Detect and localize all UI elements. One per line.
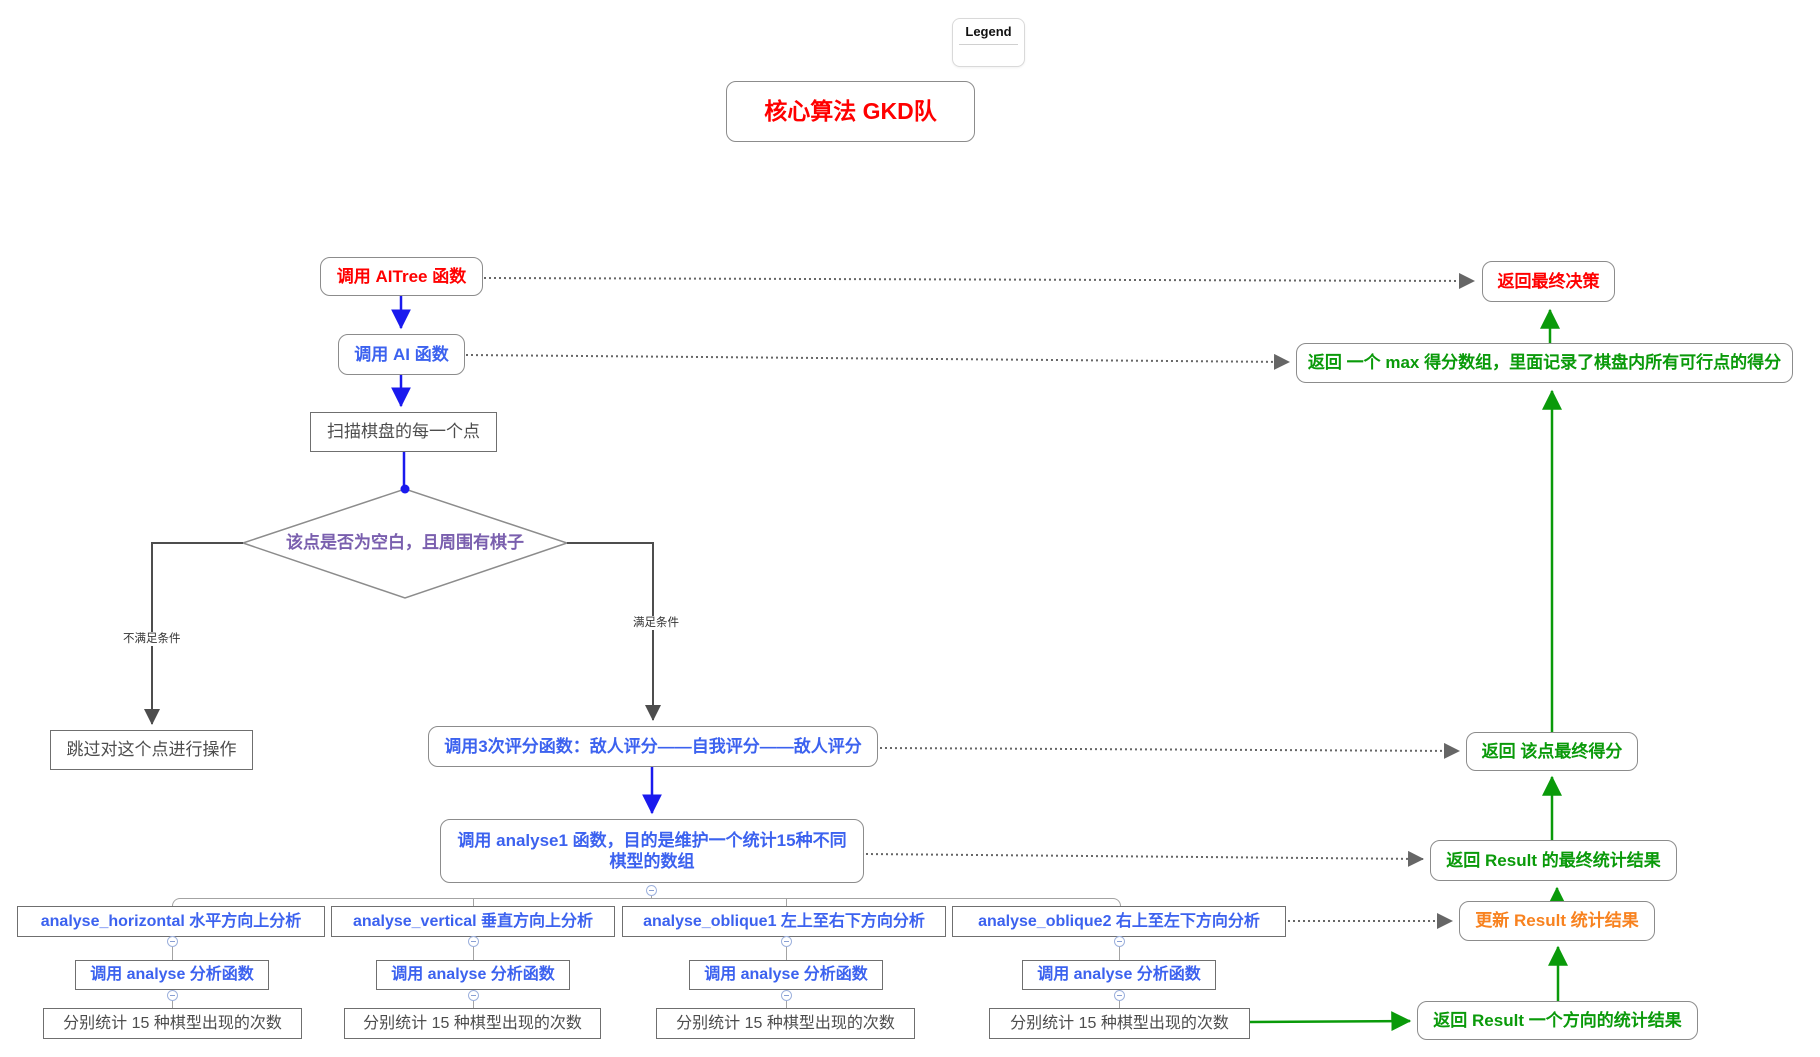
col3-link-top [786,936,787,960]
bracket-line [172,898,1121,907]
node-max-array: 返回 一个 max 得分数组，里面记录了棋盘内所有可行点的得分 [1296,343,1793,383]
node-analyse-oblique2: analyse_oblique2 右上至左下方向分析 [952,906,1286,937]
edge-ai-to-max-array [465,353,1290,370]
edge-junction-dot [400,484,410,494]
node-decision-label: 该点是否为空白，且周围有棋子 [286,533,524,553]
collapse-toggle[interactable] [167,990,178,1001]
node-call-aitree: 调用 AITree 函数 [320,257,483,296]
legend-title: Legend [959,24,1018,45]
node-skip-point: 跳过对这个点进行操作 [50,730,253,770]
node-point-score: 返回 该点最终得分 [1466,732,1638,771]
collapse-toggle[interactable] [781,936,792,947]
collapse-toggle[interactable] [1114,990,1125,1001]
col1-link-top [172,936,173,960]
bracket-stub-col2 [473,898,474,906]
edge-decision-yes-branch [567,542,661,721]
minus-icon [1117,941,1122,942]
minus-icon [170,941,175,942]
edge-analyse1-to-result-final [865,850,1424,867]
edge-label-no: 不满足条件 [121,632,183,646]
node-call-analyse-2: 调用 analyse 分析函数 [376,960,570,990]
node-count-1: 分别统计 15 种棋型出现的次数 [43,1008,302,1039]
collapse-toggle[interactable] [646,885,657,896]
collapse-toggle[interactable] [1114,936,1125,947]
collapse-toggle[interactable] [468,990,479,1001]
edge-label-yes: 满足条件 [631,616,681,630]
minus-icon [784,995,789,996]
node-call-analyse-1: 调用 analyse 分析函数 [75,960,269,990]
node-call-ai: 调用 AI 函数 [338,334,465,375]
col2-link-top [473,936,474,960]
collapse-toggle[interactable] [781,990,792,1001]
node-call-analyse-4: 调用 analyse 分析函数 [1022,960,1216,990]
diagram-title: 核心算法 GKD队 [726,81,975,142]
minus-icon [784,941,789,942]
node-count-2: 分别统计 15 种棋型出现的次数 [344,1008,601,1039]
minus-icon [471,995,476,996]
node-score3: 调用3次评分函数：敌人评分——自我评分——敌人评分 [428,726,878,767]
edge-aitree-to-final-decision [483,272,1475,289]
edge-count4-to-result-direction [1249,1011,1412,1032]
bracket-stem [651,893,652,899]
collapse-toggle[interactable] [167,936,178,947]
minus-icon [471,941,476,942]
node-analyse-vertical: analyse_vertical 垂直方向上分析 [331,906,615,937]
node-call-analyse-3: 调用 analyse 分析函数 [689,960,883,990]
edge-decision-no-branch [144,542,243,725]
node-result-update: 更新 Result 统计结果 [1459,901,1655,941]
node-count-4: 分别统计 15 种棋型出现的次数 [989,1008,1250,1039]
node-scan-board: 扫描棋盘的每一个点 [310,412,497,452]
collapse-toggle[interactable] [468,936,479,947]
node-final-decision: 返回最终决策 [1482,261,1615,302]
node-analyse1: 调用 analyse1 函数，目的是维护一个统计15种不同棋型的数组 [440,819,864,883]
minus-icon [1117,995,1122,996]
legend-box: Legend [952,18,1025,67]
node-result-direction: 返回 Result 一个方向的统计结果 [1417,1001,1698,1040]
col4-link-top [1119,936,1120,960]
node-count-3: 分别统计 15 种棋型出现的次数 [656,1008,915,1039]
edge-score3-to-point-score [879,742,1460,759]
node-analyse-oblique1: analyse_oblique1 左上至右下方向分析 [622,906,946,937]
minus-icon [170,995,175,996]
minus-icon [649,890,654,891]
node-result-final: 返回 Result 的最终统计结果 [1430,840,1677,881]
node-analyse-horizontal: analyse_horizontal 水平方向上分析 [17,906,325,937]
bracket-stub-col3 [786,898,787,906]
